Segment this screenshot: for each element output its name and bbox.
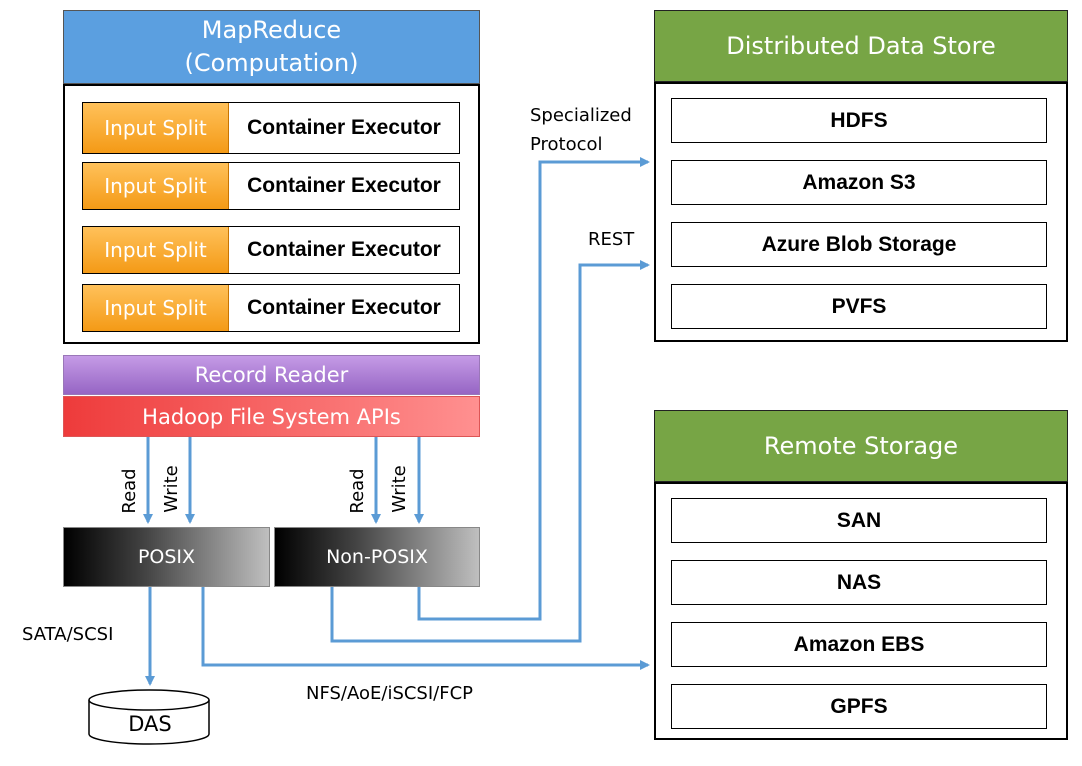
remote-item-san: SAN <box>671 498 1047 543</box>
remote-item-gpfs: GPFS <box>671 684 1047 729</box>
executor-row: Input Split Container Executor <box>82 162 460 210</box>
nfs-aoe-iscsi-fcp-label: NFS/AoE/iSCSI/FCP <box>306 683 474 704</box>
das-cylinder <box>88 689 210 745</box>
das-label: DAS <box>128 712 172 736</box>
store-item-pvfs: PVFS <box>671 284 1047 329</box>
executor-row: Input Split Container Executor <box>82 102 460 154</box>
container-executor: Container Executor <box>247 296 441 319</box>
input-split: Input Split <box>83 103 229 153</box>
specialized-protocol-connector <box>417 157 650 621</box>
store-item-amazon-s3: Amazon S3 <box>671 160 1047 205</box>
mapreduce-title: MapReduce <box>201 16 342 44</box>
store-item-azure-blob: Azure Blob Storage <box>671 222 1047 267</box>
record-reader: Record Reader <box>63 355 480 395</box>
container-executor: Container Executor <box>247 174 441 197</box>
distributed-store-header: Distributed Data Store <box>654 10 1068 82</box>
input-split: Input Split <box>83 227 229 273</box>
executor-row: Input Split Container Executor <box>82 284 460 332</box>
non-posix-box: Non-POSIX <box>274 527 480 587</box>
rest-label: REST <box>588 229 635 250</box>
remote-item-amazon-ebs: Amazon EBS <box>671 622 1047 667</box>
input-split: Input Split <box>83 163 229 209</box>
specialized-label-line2: Protocol <box>530 134 603 155</box>
executor-row: Input Split Container Executor <box>82 226 460 274</box>
container-executor: Container Executor <box>247 238 441 261</box>
remote-item-nas: NAS <box>671 560 1047 605</box>
remote-storage-header: Remote Storage <box>654 410 1068 482</box>
sata-scsi-label: SATA/SCSI <box>22 624 114 645</box>
nfs-connector <box>201 587 650 670</box>
posix-box: POSIX <box>63 527 270 587</box>
rest-connector <box>330 260 650 643</box>
mapreduce-header: MapReduce (Computation) <box>63 10 480 84</box>
store-item-hdfs: HDFS <box>671 98 1047 143</box>
container-executor: Container Executor <box>247 116 441 139</box>
input-split: Input Split <box>83 285 229 331</box>
mapreduce-subtitle: (Computation) <box>184 49 359 77</box>
specialized-protocol-label: Specialized Protocol <box>530 101 632 159</box>
hadoop-fs-apis: Hadoop File System APIs <box>63 396 480 437</box>
specialized-label-line1: Specialized <box>530 105 632 126</box>
